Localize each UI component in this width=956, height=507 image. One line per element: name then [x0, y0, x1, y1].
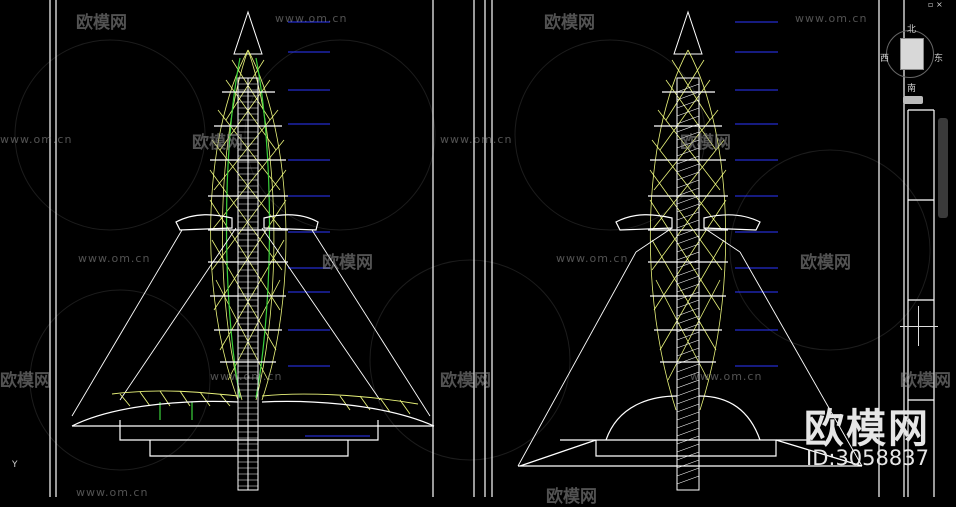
tower-elevation-left — [71, 10, 435, 491]
site-logo: 欧模网 — [804, 406, 930, 452]
navigation-bar[interactable] — [938, 118, 948, 218]
view-cube-east-label[interactable]: 东 — [934, 54, 944, 64]
view-cube[interactable]: 北 南 西 东 — [876, 16, 946, 106]
view-cube-south-label[interactable]: 南 — [907, 84, 917, 94]
view-cube-compass-ring[interactable] — [886, 30, 934, 78]
tower-section-right — [517, 10, 863, 491]
viewport-window-controls[interactable]: ▫ × — [928, 0, 943, 9]
dimension-marks — [288, 21, 800, 441]
view-cube-north-label[interactable]: 北 — [907, 25, 917, 35]
ucs-y-axis-label: Y — [12, 460, 18, 470]
cursor-crosshair-horizontal — [900, 326, 938, 327]
cursor-crosshair-vertical — [918, 306, 919, 346]
wcs-menu-button[interactable] — [903, 96, 923, 104]
view-cube-west-label[interactable]: 西 — [880, 54, 890, 64]
view-cube-top-face[interactable] — [900, 38, 924, 70]
asset-id-label: ID:3058837 — [806, 446, 929, 470]
drawing-frame-lines — [49, 0, 935, 497]
